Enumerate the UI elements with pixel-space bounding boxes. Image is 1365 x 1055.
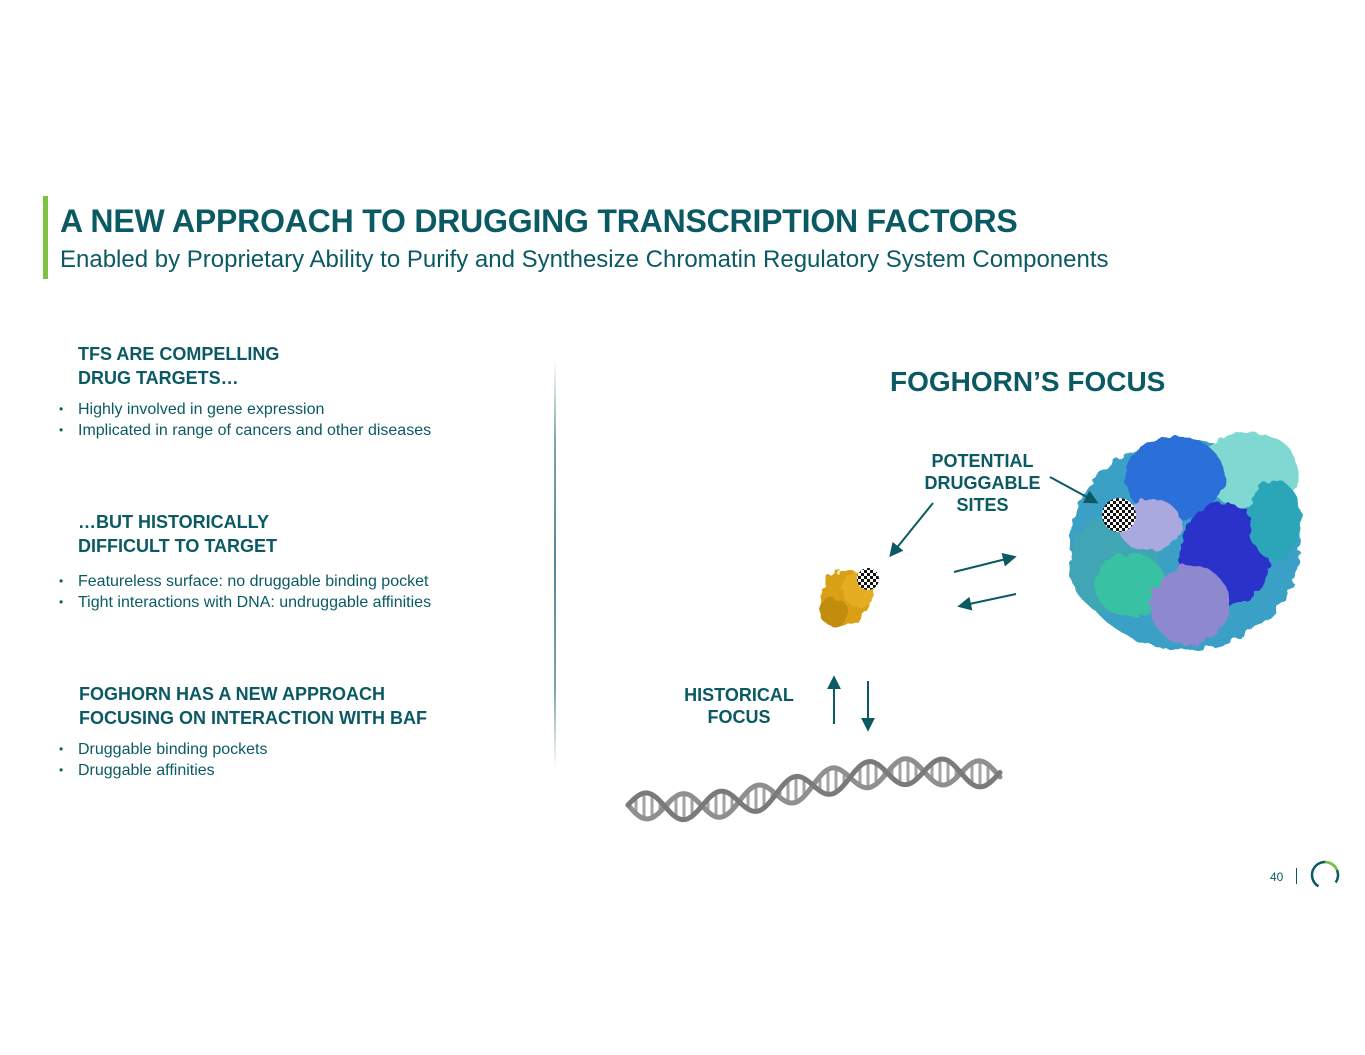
- list-item: • Highly involved in gene expression: [59, 399, 431, 420]
- title-accent-bar: [43, 196, 48, 279]
- section-heading-line: DRUG TARGETS…: [78, 368, 239, 388]
- section-heading-line: FOCUSING ON INTERACTION WITH BAF: [79, 708, 427, 728]
- bullet-list-difficult: • Featureless surface: no druggable bindi…: [59, 571, 431, 613]
- arrow-to-baf-icon: [1049, 476, 1099, 504]
- section-heading-new-approach: FOGHORN HAS A NEW APPROACH FOCUSING ON I…: [79, 682, 427, 730]
- bullet-dot: •: [59, 423, 64, 437]
- label-line: POTENTIAL: [931, 451, 1034, 471]
- binding-site-icon: [857, 568, 879, 590]
- label-line: DRUGGABLE: [924, 473, 1041, 493]
- bullet-text: Tight interactions with DNA: undruggable…: [78, 594, 432, 611]
- dna-double-helix-icon: [625, 756, 1003, 823]
- bullet-dot: •: [59, 402, 64, 416]
- bullet-dot: •: [59, 574, 64, 588]
- arrow-right-icon: [953, 552, 1017, 573]
- bullet-dot: •: [59, 763, 64, 777]
- bullet-text: Druggable affinities: [78, 762, 215, 779]
- foghorn-focus-title: FOGHORN’S FOCUS: [890, 366, 1166, 397]
- transcription-factor-protein-icon: [820, 570, 874, 626]
- bullet-list-compelling: • Highly involved in gene expression • Imp…: [59, 399, 431, 441]
- historical-focus-label: HISTORICAL FOCUS: [672, 684, 806, 728]
- bullet-list-new-approach: • Druggable binding pockets • Druggable af…: [59, 739, 267, 781]
- section-heading-line: TFS ARE COMPELLING: [78, 344, 280, 364]
- bullet-text: Highly involved in gene expression: [78, 401, 325, 418]
- label-line: FOCUS: [707, 707, 771, 727]
- page-title: A NEW APPROACH TO DRUGGING TRANSCRIPTION…: [60, 203, 1018, 239]
- baf-complex-protein-icon: [1070, 432, 1301, 650]
- company-logo-icon: [1310, 860, 1340, 890]
- page-number: 40: [1270, 870, 1284, 884]
- binding-site-icon: [1102, 498, 1136, 532]
- bullet-dot: •: [59, 742, 64, 756]
- page-number-separator: [1296, 868, 1297, 884]
- vertical-divider: [554, 360, 556, 770]
- arrow-to-tf-icon: [889, 502, 934, 558]
- list-item: • Featureless surface: no druggable bindi…: [59, 571, 431, 592]
- section-heading-line: DIFFICULT TO TARGET: [78, 536, 277, 556]
- label-line: SITES: [956, 495, 1009, 515]
- section-heading-compelling: TFS ARE COMPELLING DRUG TARGETS…: [78, 342, 279, 390]
- list-item: • Druggable binding pockets: [59, 739, 267, 760]
- list-item: • Druggable affinities: [59, 760, 267, 781]
- section-heading-line: FOGHORN HAS A NEW APPROACH: [79, 684, 385, 704]
- list-item: • Implicated in range of cancers and othe…: [59, 420, 431, 441]
- section-heading-line: …BUT HISTORICALLY: [78, 512, 270, 532]
- label-line: HISTORICAL: [684, 685, 794, 705]
- bullet-text: Implicated in range of cancers and other…: [78, 422, 432, 439]
- potential-druggable-sites-label: POTENTIAL DRUGGABLE SITES: [910, 450, 1055, 516]
- bullet-text: Druggable binding pockets: [78, 741, 268, 758]
- bullet-text: Featureless surface: no druggable bindin…: [78, 573, 429, 590]
- arrow-left-icon: [957, 593, 1017, 611]
- list-item: • Tight interactions with DNA: undruggabl…: [59, 592, 431, 613]
- bullet-dot: •: [59, 595, 64, 609]
- page-subtitle: Enabled by Proprietary Ability to Purify…: [60, 246, 1109, 273]
- section-heading-difficult: …BUT HISTORICALLY DIFFICULT TO TARGET: [78, 510, 277, 558]
